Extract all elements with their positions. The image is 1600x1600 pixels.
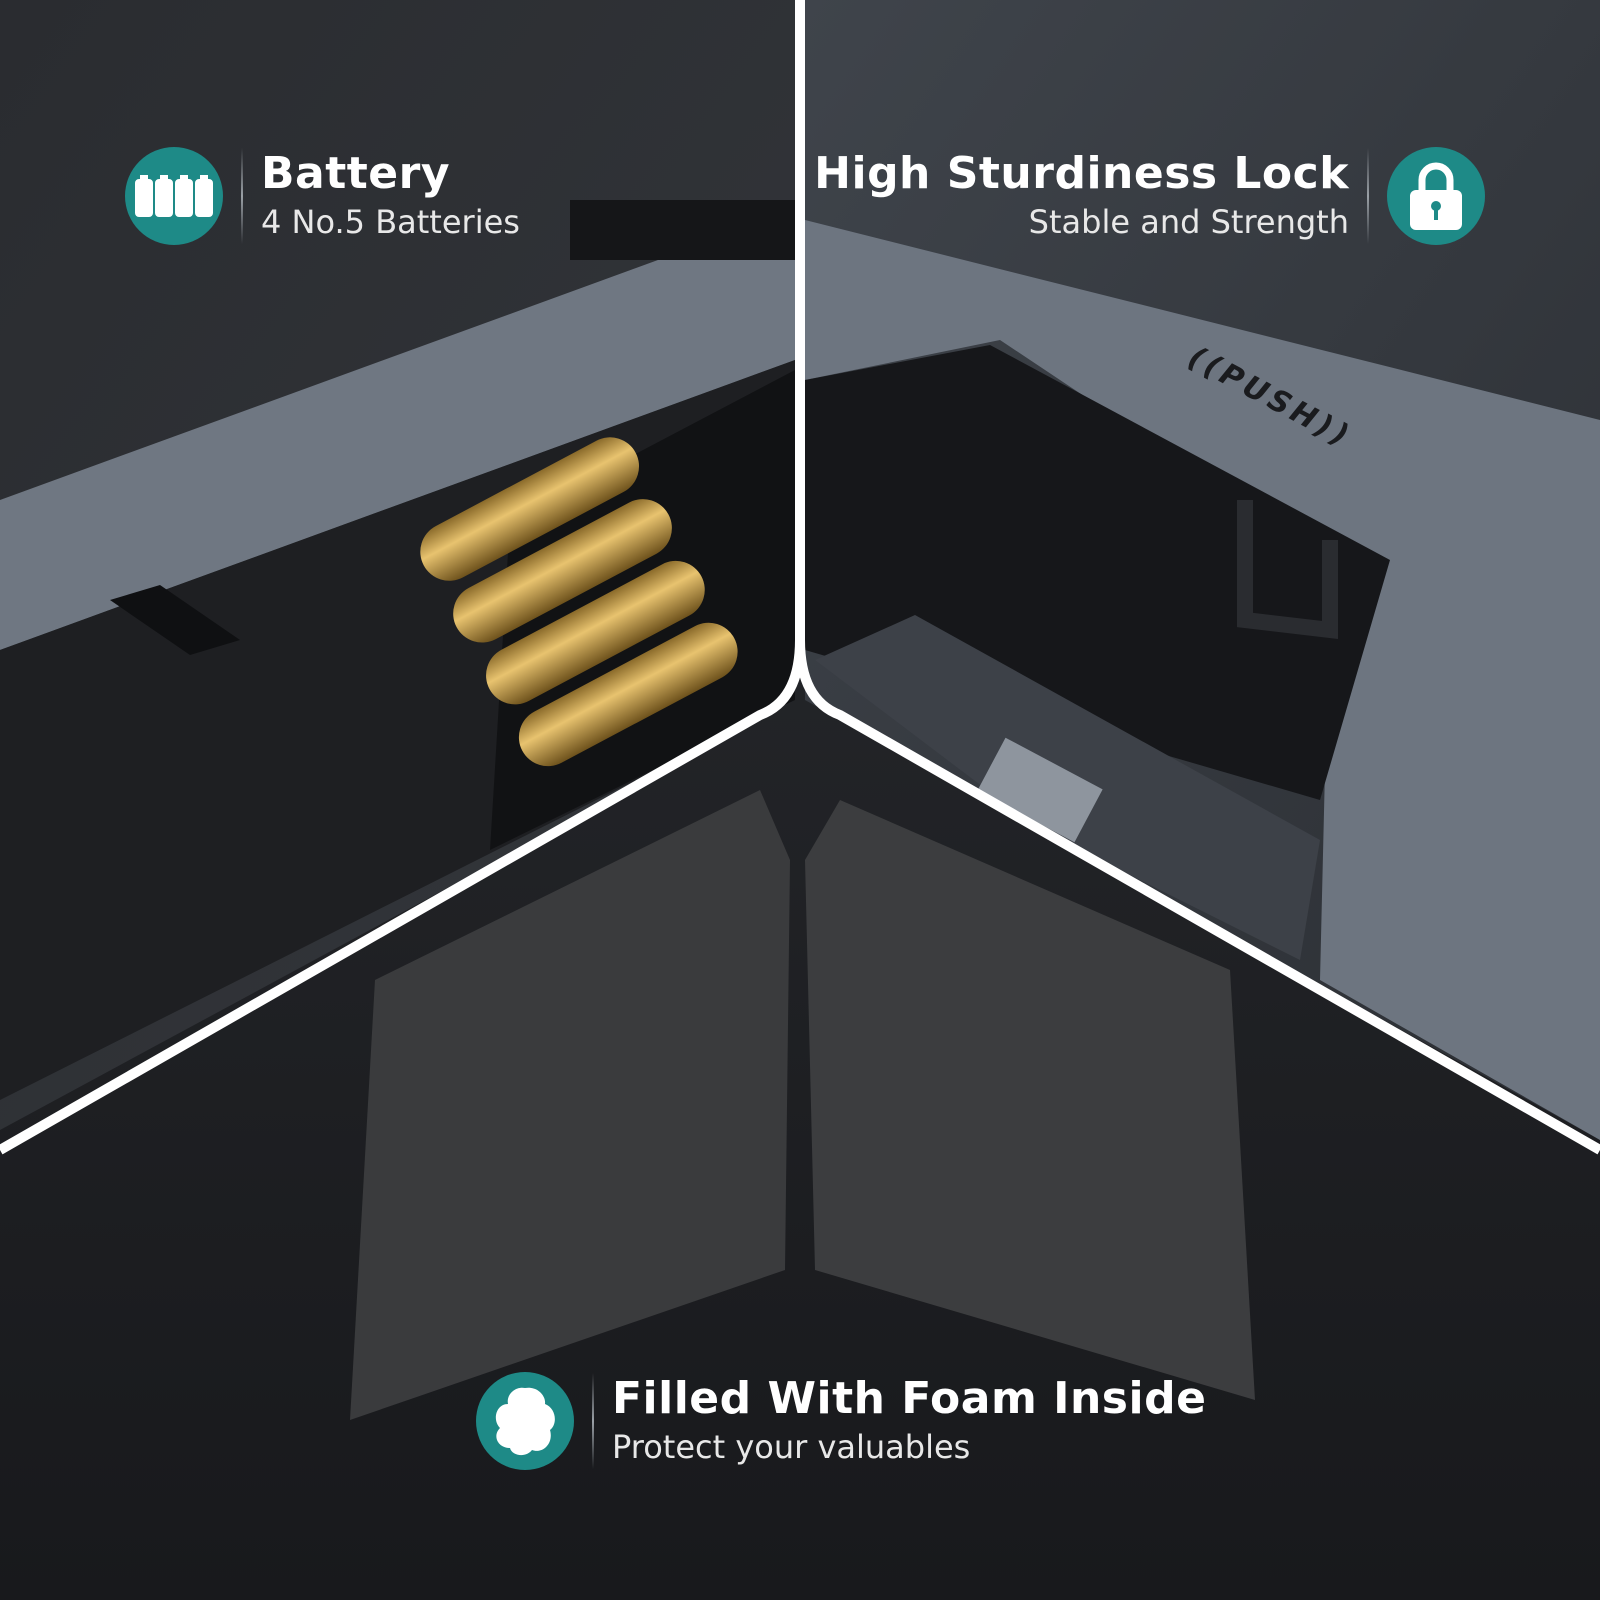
feature-title: High Sturdiness Lock (814, 148, 1349, 199)
divider-right (795, 639, 1600, 1155)
separator (241, 148, 243, 244)
feature-title: Battery (261, 148, 451, 199)
feature-subtitle: Protect your valuables (612, 1428, 971, 1466)
feature-title: Filled With Foam Inside (612, 1373, 1207, 1424)
foam-padding (350, 790, 1255, 1420)
safe-battery-compartment (0, 200, 795, 1100)
feature-subtitle: 4 No.5 Batteries (261, 203, 520, 241)
padlock-icon (1387, 147, 1485, 245)
feature-battery: Battery 4 No.5 Batteries (125, 147, 520, 245)
feature-foam: Filled With Foam Inside Protect your val… (476, 1372, 1206, 1470)
feature-subtitle: Stable and Strength (1028, 203, 1349, 241)
foam-cotton-icon (476, 1372, 574, 1470)
feature-lock: High Sturdiness Lock Stable and Strength (814, 147, 1485, 245)
separator (592, 1373, 594, 1469)
separator (1367, 148, 1369, 244)
battery-icon (125, 147, 223, 245)
safe-door-with-push-button (805, 220, 1600, 1140)
